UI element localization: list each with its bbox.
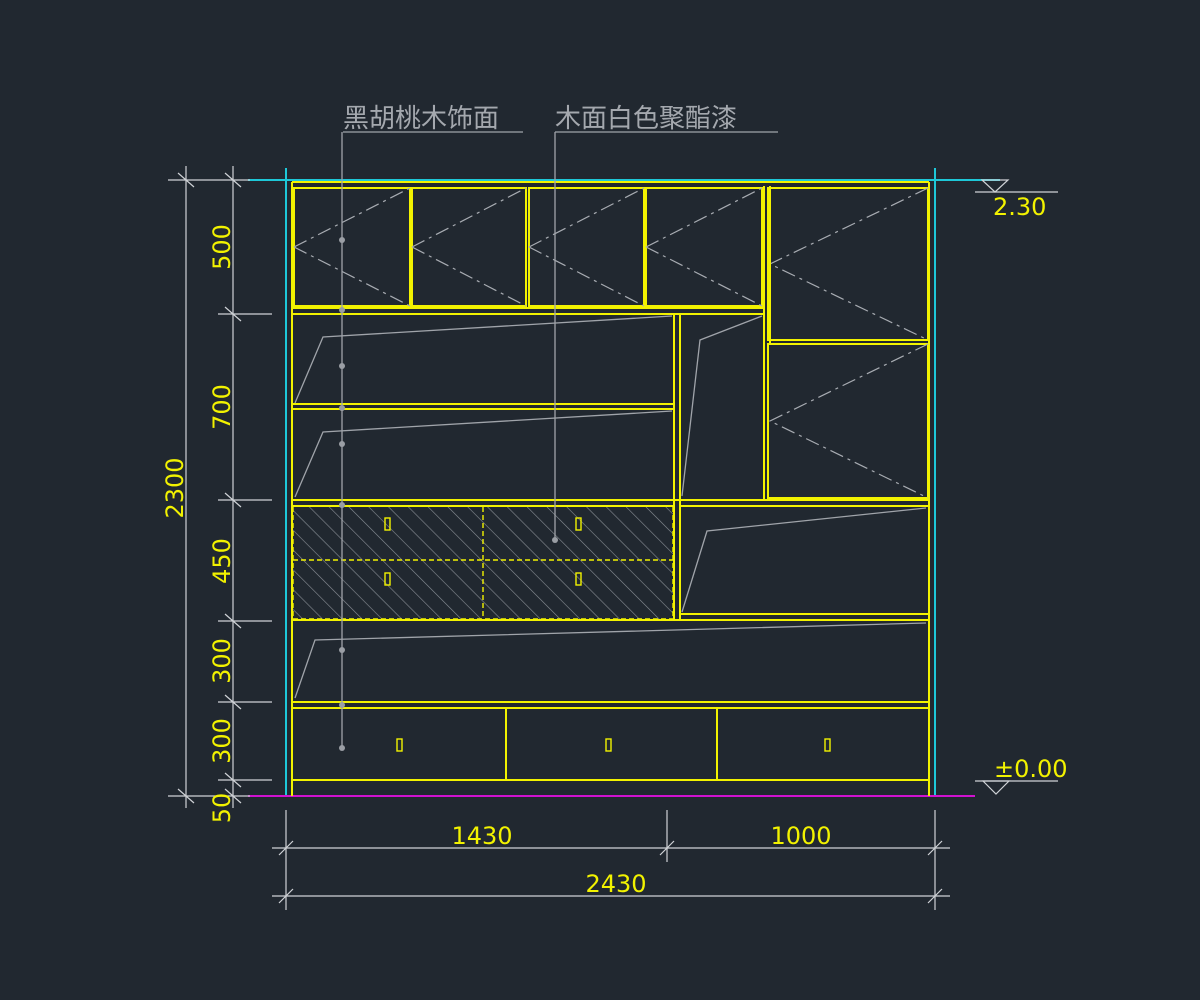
drawer-handle [824, 738, 831, 752]
drawer-handle [384, 572, 391, 586]
label-walnut-veneer: 黑胡桃木饰面 [343, 104, 499, 134]
cabinet-shelves [292, 186, 929, 709]
elevation-top-text: 2.30 [993, 193, 1046, 221]
drawer-handle [396, 738, 403, 752]
drawer-handle [605, 738, 612, 752]
niche-perspective-lines [294, 315, 927, 699]
dim-total-height: 2300 [161, 457, 189, 518]
drawer-handle [575, 517, 582, 531]
top-door [645, 187, 763, 307]
label-white-lacquer: 木面白色聚酯漆 [555, 104, 737, 134]
dim-700: 700 [208, 384, 236, 430]
dim-1000: 1000 [770, 822, 831, 850]
dim-300-a: 300 [208, 638, 236, 684]
horizontal-dimensions [272, 810, 950, 910]
material-leaders [339, 131, 778, 751]
dim-500: 500 [208, 224, 236, 270]
right-lower-door [767, 343, 929, 499]
top-cabinet-doors [293, 187, 929, 499]
cabinet-frame [291, 181, 930, 796]
vertical-dimensions [168, 166, 272, 808]
elevation-bottom-text: ±0.00 [994, 755, 1068, 783]
elevation-marker-bottom [975, 780, 1058, 795]
bottom-drawers [396, 708, 831, 780]
dim-2430: 2430 [585, 870, 646, 898]
top-door [293, 187, 411, 307]
dim-50: 50 [208, 793, 236, 824]
right-upper-door [767, 187, 929, 341]
elevation-marker-top [975, 179, 1058, 193]
dim-450: 450 [208, 538, 236, 584]
dim-1430: 1430 [451, 822, 512, 850]
drawer-handle [575, 572, 582, 586]
drawer-handle [384, 517, 391, 531]
walnut-drawers [292, 507, 674, 620]
top-door [528, 187, 645, 307]
top-door [411, 187, 527, 307]
dim-300-b: 300 [208, 718, 236, 764]
cabinet-sides [248, 168, 1000, 797]
